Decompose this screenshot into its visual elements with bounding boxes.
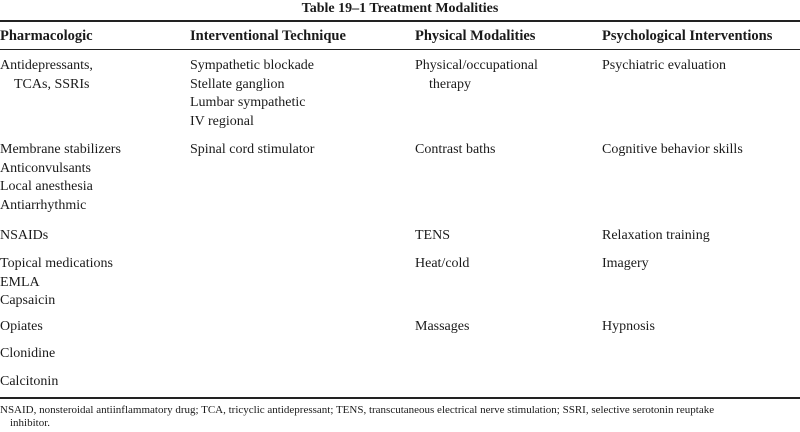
footnote: NSAID, nonsteroidal antiinflammatory dru… [0,404,800,430]
cell-line: Psychiatric evaluation [602,58,727,73]
cell-line: NSAIDs [0,228,49,243]
table-title: Table 19–1 Treatment Modalities [301,1,499,16]
header-physical-modalities: Physical Modalities [415,28,536,44]
footnote-line: inhibitor. [10,417,51,429]
cell-psychological: Cognitive behavior skills [602,141,743,160]
cell-line: Imagery [602,256,649,271]
cell-pharmacologic: Clonidine [0,345,55,364]
cell-physical: Heat/cold [415,255,469,274]
cell-physical: Physical/occupational therapy [415,57,538,94]
cell-line: Massages [415,319,470,334]
cell-physical: Massages [415,318,469,337]
cell-line: Local anesthesia [0,179,93,194]
cell-line: Relaxation training [602,228,710,243]
header-interventional-technique: Interventional Technique [190,28,346,44]
header-rule [0,49,800,50]
cell-line: Anticonvulsants [0,160,91,176]
cell-line: TENS [415,228,450,243]
header-pharmacologic: Pharmacologic [0,28,93,44]
cell-line: Antidepressants, [0,58,93,73]
cell-line: Membrane stabilizers [0,142,121,157]
cell-pharmacologic: Antidepressants, TCAs, SSRIs [0,57,93,94]
cell-psychological: Relaxation training [602,227,710,246]
cell-physical: TENS [415,227,450,246]
bottom-rule [0,397,800,399]
cell-line: Clonidine [0,346,56,361]
cell-physical: Contrast baths [415,141,496,160]
footnote-line: NSAID, nonsteroidal antiinflammatory dru… [0,404,715,416]
cell-psychological: Imagery [602,255,649,274]
cell-line: Antiarrhythmic [0,197,87,213]
cell-line: therapy [429,76,471,92]
cell-line: Capsaicin [0,293,56,308]
cell-line: TCAs, SSRIs [14,76,90,92]
cell-psychological: Hypnosis [602,318,655,337]
cell-psychological: Psychiatric evaluation [602,57,726,76]
cell-line: Sympathetic blockade [190,58,315,73]
header-psychological-interventions: Psychological Interventions [602,28,773,44]
cell-line: Physical/occupational [415,58,538,73]
cell-line: Cognitive behavior skills [602,142,743,157]
cell-line: Calcitonin [0,374,59,389]
cell-line: Contrast baths [415,142,496,157]
cell-line: EMLA [0,274,40,290]
cell-line: Opiates [0,319,43,334]
cell-line: Lumbar sympathetic [190,95,306,110]
cell-line: IV regional [190,113,254,129]
cell-line: Spinal cord stimulator [190,142,315,157]
cell-line: Heat/cold [415,256,470,271]
top-rule [0,20,800,22]
cell-pharmacologic: NSAIDs [0,227,48,246]
cell-interventional: Spinal cord stimulator [190,141,314,160]
cell-line: Stellate ganglion [190,76,285,92]
cell-line: Topical medications [0,256,113,271]
cell-line: Hypnosis [602,319,655,334]
cell-pharmacologic: Calcitonin [0,373,58,392]
cell-pharmacologic: Opiates [0,318,43,337]
